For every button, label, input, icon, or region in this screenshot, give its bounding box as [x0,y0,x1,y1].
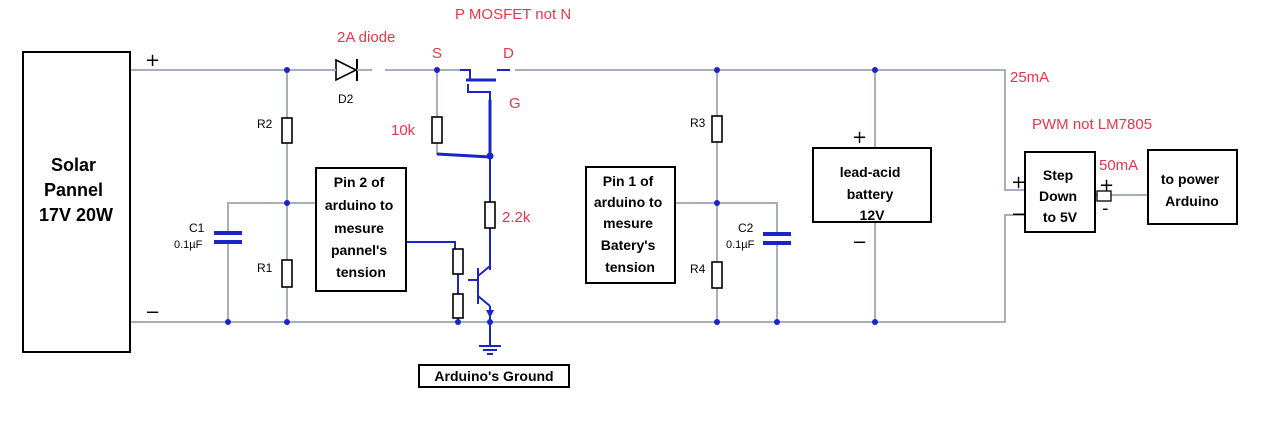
solar-panel-box [22,51,131,353]
emitter-arrow [486,310,494,318]
modified-wires [406,69,510,355]
resistor-r3 [711,115,723,143]
battery-minus-sign: − [852,232,867,253]
annotation-drain: D [503,45,514,62]
junction [284,67,290,73]
label-c1-value: 0.1µF [174,239,203,251]
resistor-base-bottom [452,293,464,319]
junction [434,67,440,73]
stepdown-label: Step Down to 5V [1039,167,1081,225]
solar-panel-label: Solar Pannel 17V 20W [39,155,113,225]
stepdown-box [1024,151,1096,233]
resistor-10k [431,116,443,144]
junction [872,67,878,73]
pin1-label: Pin 1 of arduino to mesure Batery's tens… [594,173,666,275]
annotation-diode: 2A diode [337,29,395,46]
battery-box [812,147,932,223]
top-rail-right [515,69,1025,191]
junction [714,67,720,73]
bottom-rail [130,214,1025,323]
capacitor-c1 [214,231,242,244]
pin1-box [585,166,676,284]
label-r4: R4 [690,262,706,276]
resistor-r1 [281,259,293,288]
output-connector [1096,190,1112,202]
annotation-50ma: 50mA [1099,157,1138,174]
stepdown-in-minus-sign: − [1011,204,1026,225]
junction [486,152,494,160]
junction [225,319,231,325]
junction [284,200,290,206]
junction [872,319,878,325]
pin2-to-base [406,241,456,249]
label-r2: R2 [257,117,273,131]
battery-plus-sign: + [852,127,867,148]
resistor-r2 [281,117,293,144]
annotation-10k: 10k [391,122,416,139]
resistor-2k2 [484,201,496,229]
ground-label: Arduino's Ground [434,368,553,384]
label-d2: D2 [338,92,354,106]
stepdown-out-minus-sign: - [1102,198,1109,219]
annotation-25ma: 25mA [1010,69,1049,86]
junctions [225,67,878,325]
junction [774,319,780,325]
arduino-power-label: to power Arduino [1161,171,1223,209]
label-r1: R1 [257,261,273,275]
pin2-label: Pin 2 of arduino to mesure pannel's tens… [325,174,397,280]
transistor [468,262,491,307]
junction [487,319,493,325]
10k-to-gate [436,152,491,159]
junction [714,319,720,325]
annotation-pwm: PWM not LM7805 [1032,116,1152,133]
c2-wire [717,202,778,322]
junction [284,319,290,325]
c1-wire [227,202,287,322]
resistor-r4 [711,261,723,289]
ground-label-box [418,364,570,388]
label-c1: C1 [189,221,205,235]
label-r3: R3 [690,116,706,130]
mosfet-gate-drop [467,84,491,100]
diode-d2 [320,58,372,82]
solar-plus-sign: + [145,50,160,71]
solar-minus-sign: − [145,302,160,323]
ground-symbol [479,345,501,355]
annotation-2k2: 2.2k [502,209,531,226]
junction [455,319,461,325]
capacitor-c2 [763,232,791,245]
mosfet-body [460,69,510,79]
pin2-box [315,167,407,292]
annotation-gate: G [509,95,521,112]
stepdown-in-plus-sign: + [1011,172,1026,193]
battery-label: lead-acid battery 12V [840,164,905,223]
annotation-source: S [432,45,442,62]
label-c2: C2 [738,221,754,235]
resistor-base-top [452,248,464,275]
annotation-mosfet: P MOSFET not N [455,6,571,23]
label-c2-value: 0.1µF [726,239,755,251]
junction [714,200,720,206]
arduino-power-box [1147,149,1238,225]
